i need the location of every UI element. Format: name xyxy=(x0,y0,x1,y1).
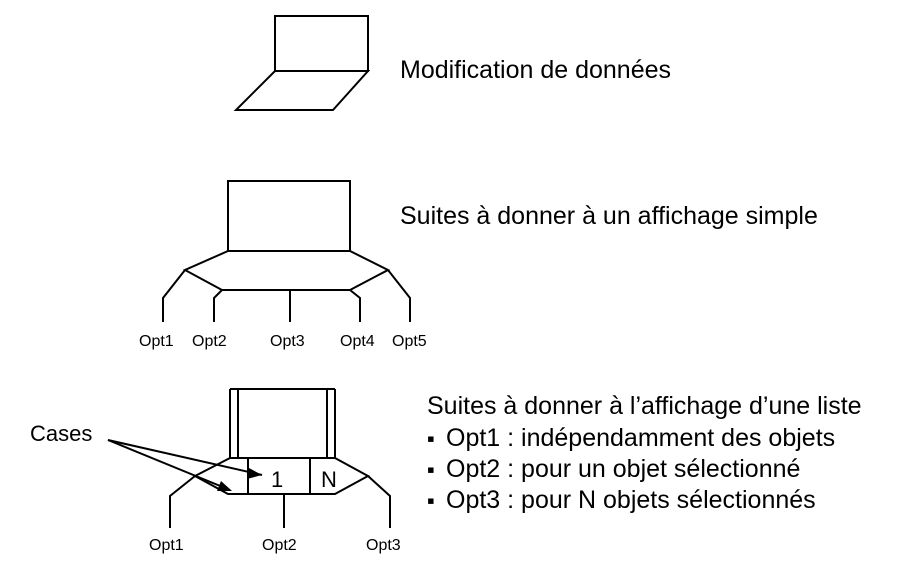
keyboard-parallelogram xyxy=(233,70,371,111)
option-label-opt5: Opt5 xyxy=(392,333,427,350)
connector-opt5 xyxy=(387,269,411,322)
connector-opt3 xyxy=(367,475,391,528)
arrowhead-case-1 xyxy=(247,468,262,479)
case-label-n: N xyxy=(321,467,337,492)
case-label-1: 1 xyxy=(271,467,283,492)
option-label-opt4: Opt4 xyxy=(340,333,375,350)
option-label-opt3: Opt3 xyxy=(366,537,401,554)
bullet-item-3: Opt3 : pour N objets sélectionnés xyxy=(446,486,816,514)
section1-caption: Modification de données xyxy=(400,56,671,84)
option-label-opt1: Opt1 xyxy=(139,333,174,350)
bullet-symbol: ▪ xyxy=(427,426,435,451)
connector-opt2 xyxy=(213,289,223,322)
option-label-opt1: Opt1 xyxy=(149,537,184,554)
cases-label: Cases xyxy=(30,421,92,446)
hexagon-base xyxy=(182,250,391,291)
bullet-item-1: Opt1 : indépendamment des objets xyxy=(446,424,835,452)
list-display-symbol xyxy=(169,388,391,528)
bullet-item-2: Opt2 : pour un objet sélectionné xyxy=(446,455,800,483)
section2-caption: Suites à donner à un affichage simple xyxy=(400,202,818,230)
cases-arrows xyxy=(107,439,263,491)
data-modification-symbol xyxy=(233,15,371,111)
option-label-opt2: Opt2 xyxy=(192,333,227,350)
arrow-to-case-1 xyxy=(107,439,263,476)
screen-box xyxy=(274,15,369,72)
section3-caption: Suites à donner à l’affichage d’une list… xyxy=(427,392,862,420)
simple-display-symbol xyxy=(162,180,411,322)
option-label-opt3: Opt3 xyxy=(270,333,305,350)
arrowhead-first-cell xyxy=(217,481,232,491)
screen-box xyxy=(227,180,351,252)
bullet-symbol: ▪ xyxy=(427,457,435,482)
arrow-to-first-cell xyxy=(107,439,231,491)
connector-opt1 xyxy=(162,269,186,322)
connector-opt1 xyxy=(169,475,196,528)
connector-opt4 xyxy=(349,289,361,322)
bullet-symbol: ▪ xyxy=(427,488,435,513)
option-label-opt2: Opt2 xyxy=(262,537,297,554)
